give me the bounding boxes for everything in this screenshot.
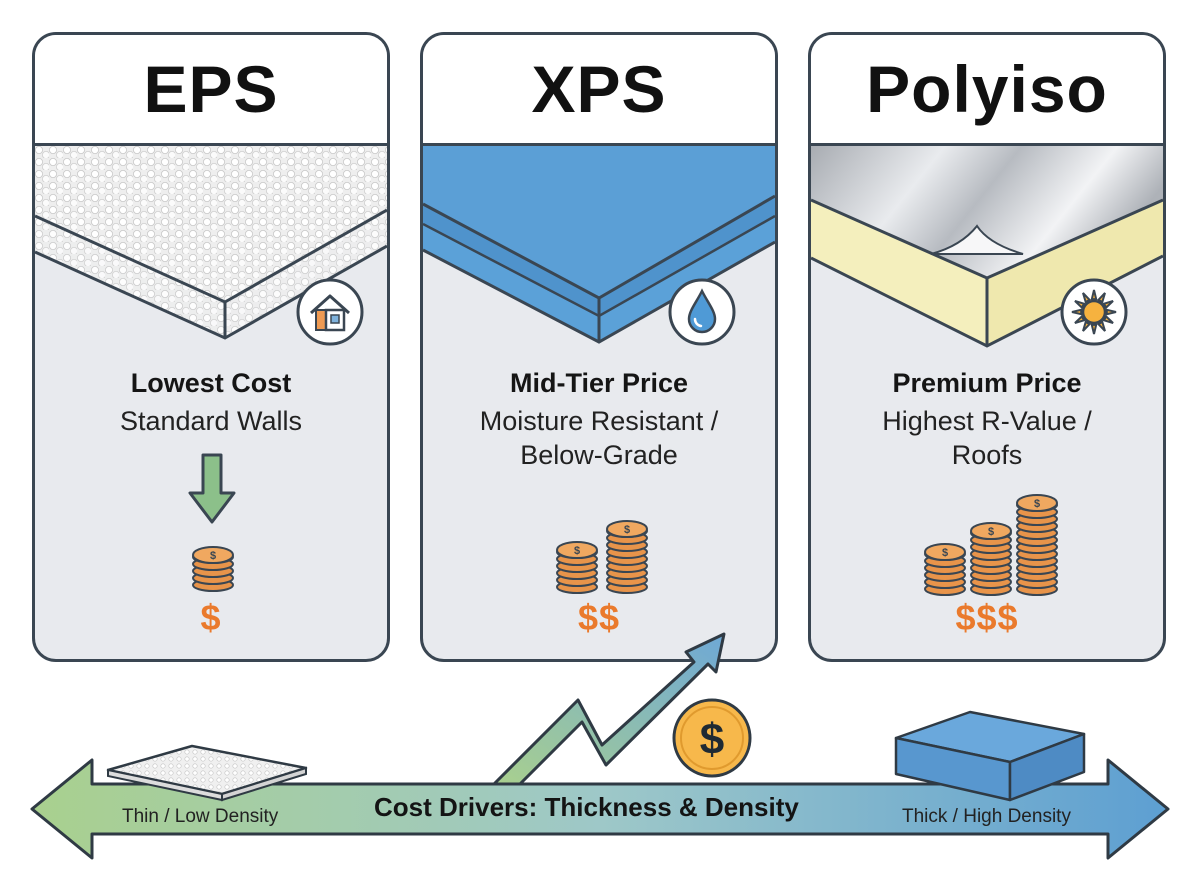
eps-price: $	[200, 597, 222, 638]
polyiso-board-illustration	[811, 146, 1163, 348]
eps-description-line: Standard Walls	[119, 406, 303, 436]
polyiso-card: Polyiso Premium Price Highest R-Value / …	[808, 32, 1166, 662]
polyiso-description-line: Roofs	[951, 440, 1023, 470]
coin-stack: $	[924, 543, 966, 596]
coin-top	[556, 541, 598, 559]
cost-drivers-title: Cost Drivers: Thickness & Density	[374, 792, 799, 822]
eps-board-illustration	[35, 146, 387, 340]
coin-symbol: $	[1034, 498, 1040, 510]
xps-description-line: Moisture Resistant /	[479, 406, 719, 436]
eps-description: Standard Walls	[45, 404, 377, 438]
house-icon	[296, 278, 364, 346]
eps-card: EPS Lowest Cost Standard Walls $ $	[32, 32, 390, 662]
sun-ray	[1096, 292, 1106, 304]
eps-coin-stack: $	[192, 546, 234, 592]
xps-description: Moisture Resistant / Below-Grade	[433, 404, 765, 472]
coin-stack: $	[970, 522, 1012, 596]
xps-description-line: Below-Grade	[520, 440, 678, 470]
coin-symbol: $	[210, 550, 216, 562]
xps-coin-stack: $$	[556, 520, 648, 594]
sun-ray	[1074, 300, 1086, 310]
thin-board-icon	[106, 744, 308, 802]
thick-high-density-label: Thick / High Density	[902, 806, 1071, 827]
sun-icon	[1060, 278, 1128, 346]
sun-ray	[1105, 308, 1117, 316]
coin-top	[1016, 494, 1058, 512]
dollar-coin-icon: $	[672, 698, 752, 778]
eps-tier: Lowest Cost	[130, 368, 292, 398]
polyiso-tier: Premium Price	[892, 368, 1082, 398]
coin-symbol: $	[942, 547, 948, 559]
polyiso-description-line: Highest R-Value /	[882, 406, 1092, 436]
svg-text:$: $	[700, 715, 724, 764]
sun-ray	[1071, 308, 1083, 316]
sun-ray	[1082, 320, 1092, 332]
coin-stack: $	[1016, 494, 1058, 596]
xps-board-illustration	[423, 146, 775, 344]
sun-ray	[1074, 314, 1086, 324]
polyiso-price: $$$	[955, 597, 1019, 638]
xps-card: XPS Mid-Tier Price Moisture Resistant / …	[420, 32, 778, 662]
xps-title: XPS	[531, 52, 667, 126]
xps-price: $$	[577, 597, 621, 638]
sun-ray	[1096, 320, 1106, 332]
eps-card-header: EPS	[35, 35, 387, 146]
polyiso-description: Highest R-Value / Roofs	[821, 404, 1153, 472]
eps-title: EPS	[143, 52, 279, 126]
polyiso-title: Polyiso	[866, 52, 1108, 126]
coin-top	[924, 543, 966, 561]
xps-card-header: XPS	[423, 35, 775, 146]
polyiso-coin-stack: $ $ $	[924, 494, 1058, 596]
coin-symbol: $	[574, 545, 580, 557]
sun-ray	[1090, 289, 1098, 301]
coin-symbol: $	[988, 526, 994, 538]
water-drop-icon	[668, 278, 736, 346]
thin-low-density-label: Thin / Low Density	[122, 806, 279, 827]
coin-top	[606, 520, 648, 538]
coin-stack: $	[606, 520, 648, 594]
sun-ray	[1102, 314, 1114, 324]
sun-ray	[1090, 323, 1098, 335]
coin-stack: $	[192, 546, 234, 592]
thick-board-icon	[894, 710, 1086, 802]
coin-top	[970, 522, 1012, 540]
sun-ray	[1102, 300, 1114, 310]
xps-tier: Mid-Tier Price	[509, 368, 689, 398]
sun-ray	[1082, 292, 1092, 304]
coin-symbol: $	[624, 524, 630, 536]
polyiso-card-header: Polyiso	[811, 35, 1163, 146]
coin-stack: $	[556, 541, 598, 594]
coin-top	[192, 546, 234, 564]
down-arrow-icon	[188, 453, 236, 524]
